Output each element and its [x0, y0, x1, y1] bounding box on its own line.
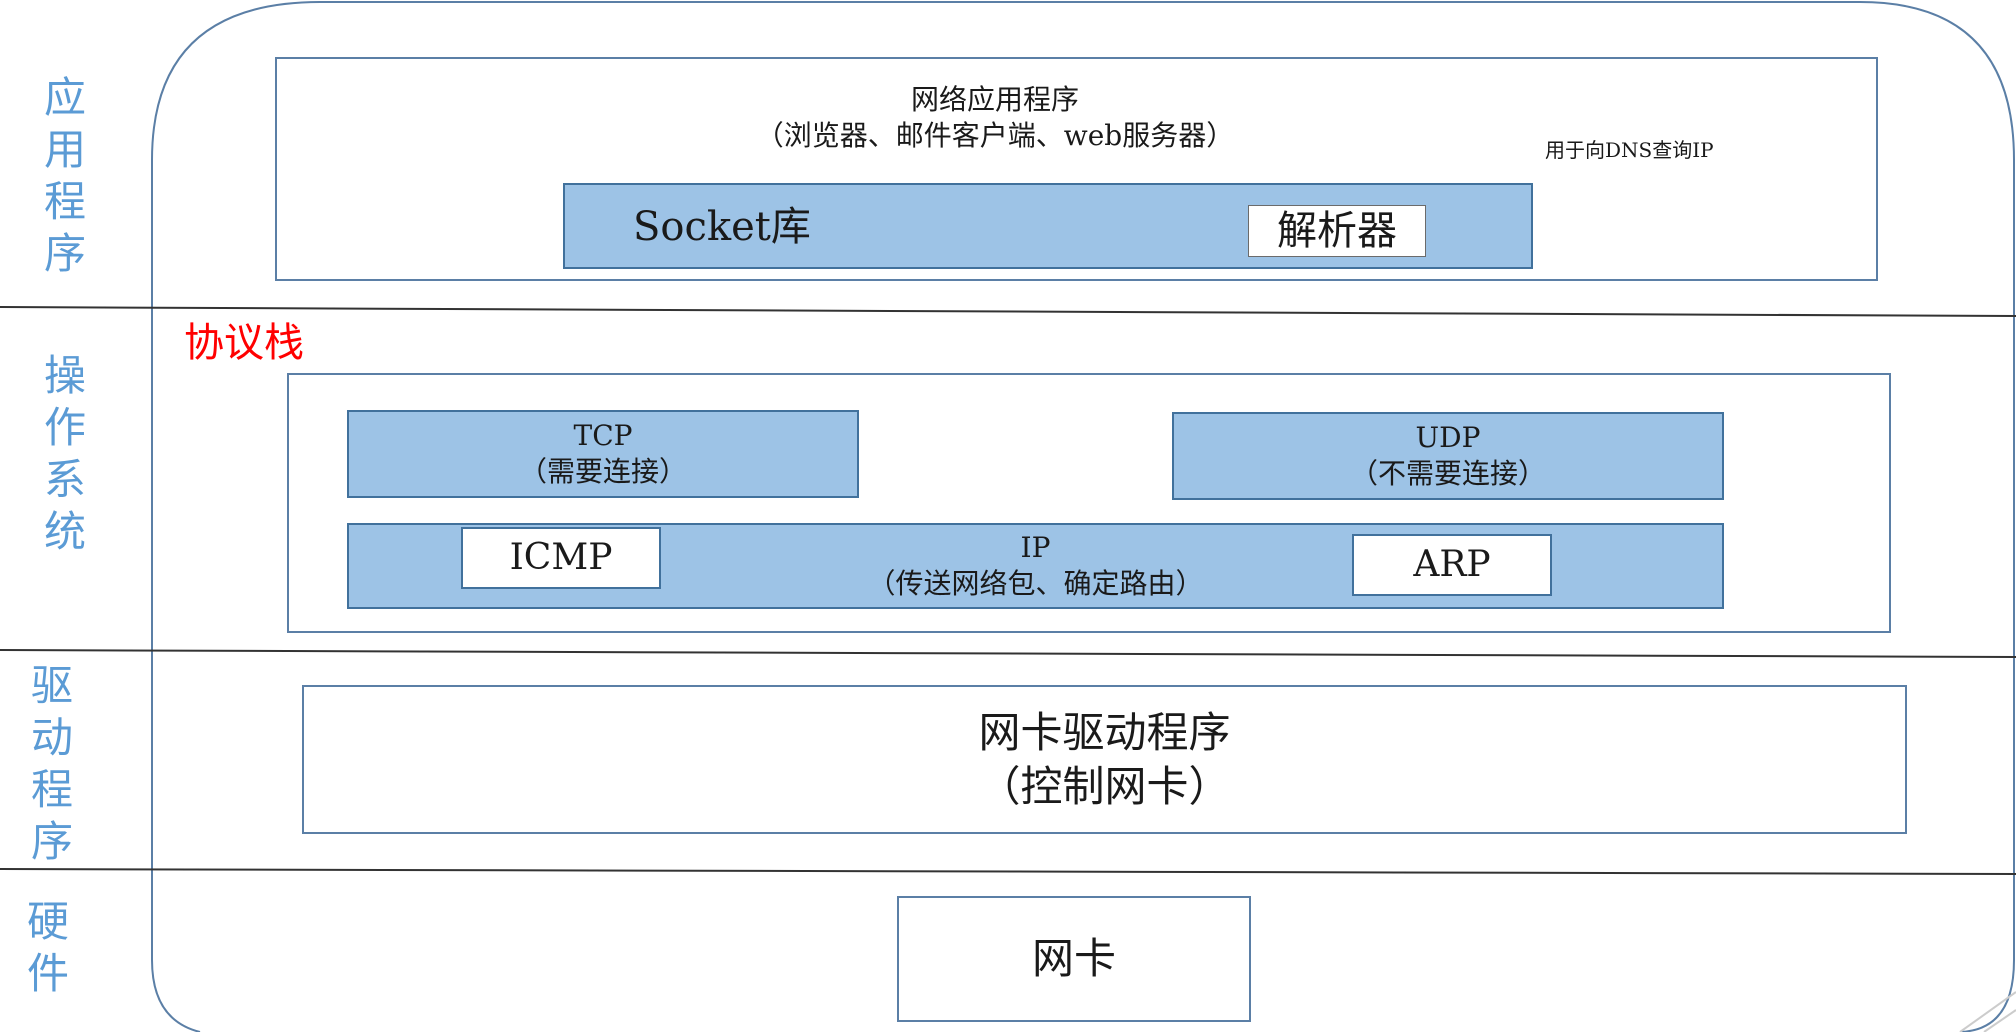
layer-char: 操 — [43, 351, 86, 400]
layer-label-hardware: 硬 件 — [18, 896, 78, 1000]
udp-subtitle: （不需要连接） — [1349, 457, 1546, 490]
layer-char: 程 — [30, 765, 73, 814]
ip-subtitle: （传送网络包、确定路由） — [867, 567, 1204, 600]
layer-char: 用 — [43, 125, 86, 174]
divider-app-os — [0, 306, 2016, 317]
dns-query-note: 用于向DNS查询IP — [1545, 138, 1714, 162]
icmp-label: ICMP — [509, 537, 613, 578]
divider-driver-hw — [0, 868, 2016, 875]
layer-char: 系 — [43, 455, 86, 504]
tcp-box: TCP （需要连接） — [347, 410, 859, 498]
layer-char: 应 — [43, 73, 86, 122]
layer-char: 序 — [30, 817, 73, 866]
corner-decor — [1959, 991, 2016, 1032]
layer-char: 序 — [43, 229, 86, 278]
tcp-label: TCP — [573, 419, 633, 452]
resolver-box: 解析器 — [1248, 205, 1426, 257]
arp-box: ARP — [1352, 534, 1552, 596]
application-subtitle: （浏览器、邮件客户端、web服务器） — [755, 119, 1235, 152]
tcp-subtitle: （需要连接） — [518, 455, 687, 488]
udp-label: UDP — [1415, 421, 1481, 454]
layer-char: 动 — [30, 713, 73, 762]
layer-label-application: 应 用 程 序 — [35, 72, 95, 280]
udp-box: UDP （不需要连接） — [1172, 412, 1724, 500]
nic-box: 网卡 — [897, 896, 1251, 1022]
ip-label: IP — [1020, 531, 1051, 564]
application-title-block: 网络应用程序 （浏览器、邮件客户端、web服务器） — [275, 82, 1715, 154]
icmp-box: ICMP — [461, 527, 661, 589]
layer-char: 件 — [26, 949, 69, 998]
divider-os-driver — [0, 649, 2016, 658]
application-title: 网络应用程序 — [910, 83, 1079, 116]
socket-library-label: Socket库 — [633, 204, 811, 250]
layer-char: 程 — [43, 177, 86, 226]
layer-char: 驱 — [30, 661, 73, 710]
layer-char: 统 — [43, 507, 86, 556]
layer-label-os: 操 作 系 统 — [35, 350, 95, 558]
protocol-stack-title: 协议栈 — [184, 320, 304, 366]
nic-driver-box: 网卡驱动程序 （控制网卡） — [302, 685, 1907, 834]
outer-frame — [151, 1, 2015, 1032]
corner-decor — [1983, 1009, 2016, 1032]
nic-driver-subtitle: （控制网卡） — [978, 761, 1231, 811]
resolver-label: 解析器 — [1277, 208, 1397, 254]
nic-label: 网卡 — [1031, 934, 1116, 983]
layer-char: 硬 — [26, 897, 69, 946]
layer-label-driver: 驱 动 程 序 — [22, 660, 82, 868]
nic-driver-title: 网卡驱动程序 — [978, 707, 1231, 757]
arp-label: ARP — [1413, 544, 1491, 585]
layer-char: 作 — [43, 403, 86, 452]
